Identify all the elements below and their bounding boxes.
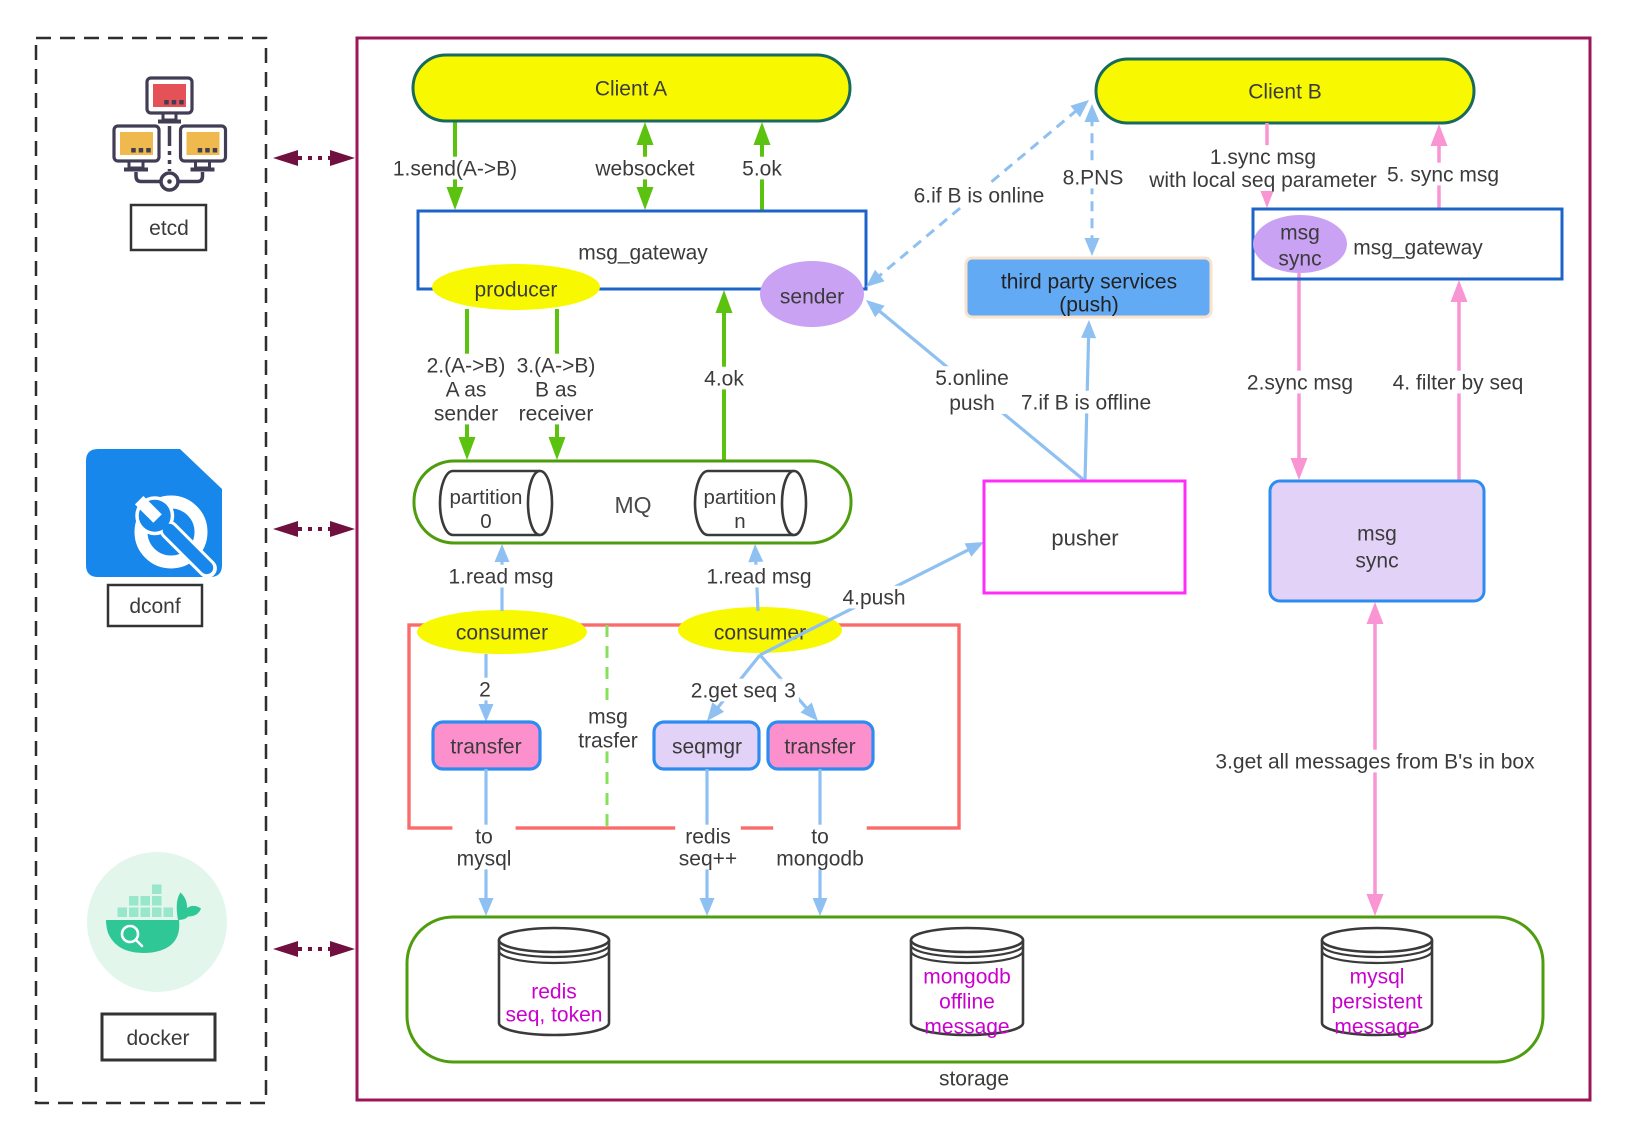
svg-text:offline: offline (939, 990, 995, 1013)
svg-text:trasfer: trasfer (578, 729, 638, 752)
svg-text:seqmgr: seqmgr (672, 735, 742, 758)
svg-text:5. sync msg: 5. sync msg (1387, 163, 1499, 186)
svg-text:1.send(A->B): 1.send(A->B) (393, 157, 517, 180)
svg-text:3.get all messages from B's in: 3.get all messages from B's in box (1215, 750, 1535, 773)
svg-text:sync: sync (1278, 247, 1321, 270)
svg-text:msg_gateway: msg_gateway (578, 241, 708, 264)
svg-text:B as: B as (535, 378, 577, 401)
svg-text:4.ok: 4.ok (704, 367, 744, 390)
svg-text:2.(A->B): 2.(A->B) (427, 354, 506, 377)
svg-text:(push): (push) (1059, 293, 1119, 316)
svg-text:4. filter by seq: 4. filter by seq (1393, 371, 1524, 394)
svg-text:etcd: etcd (149, 217, 189, 240)
svg-text:redis: redis (685, 825, 731, 848)
svg-text:push: push (949, 392, 995, 415)
svg-text:with local seq parameter: with local seq parameter (1148, 169, 1377, 192)
svg-text:websocket: websocket (594, 157, 694, 180)
svg-text:mysql: mysql (457, 847, 512, 870)
svg-text:message: message (1334, 1015, 1419, 1038)
svg-text:7.if B is offline: 7.if B is offline (1021, 391, 1151, 414)
svg-text:consumer: consumer (714, 621, 806, 644)
svg-text:5.ok: 5.ok (742, 157, 782, 180)
svg-text:A as: A as (446, 378, 487, 401)
svg-text:to: to (811, 825, 829, 848)
svg-text:transfer: transfer (784, 735, 855, 758)
svg-text:sender: sender (780, 285, 844, 308)
svg-text:persistent: persistent (1331, 990, 1422, 1013)
svg-text:message: message (924, 1015, 1009, 1038)
svg-text:partition: partition (450, 486, 523, 509)
svg-text:2.get seq: 2.get seq (691, 679, 777, 702)
svg-text:Client A: Client A (595, 77, 667, 100)
svg-text:msg_gateway: msg_gateway (1353, 236, 1483, 259)
svg-text:n: n (734, 510, 745, 533)
svg-text:mongodb: mongodb (923, 965, 1011, 988)
svg-text:1.read msg: 1.read msg (706, 565, 811, 588)
svg-text:transfer: transfer (450, 735, 521, 758)
svg-text:2.sync msg: 2.sync msg (1247, 371, 1353, 394)
svg-text:8.PNS: 8.PNS (1063, 166, 1124, 189)
svg-text:MQ: MQ (614, 492, 651, 518)
svg-text:msg: msg (1280, 221, 1320, 244)
svg-text:seq, token: seq, token (506, 1003, 603, 1026)
svg-text:mysql: mysql (1350, 965, 1405, 988)
svg-text:docker: docker (126, 1027, 189, 1050)
svg-text:to: to (475, 825, 493, 848)
svg-text:1.read msg: 1.read msg (448, 565, 553, 588)
svg-text:redis: redis (531, 980, 577, 1003)
svg-text:1.sync msg: 1.sync msg (1210, 146, 1316, 169)
svg-text:third party services: third party services (1001, 270, 1177, 293)
svg-text:sender: sender (434, 402, 498, 425)
svg-text:storage: storage (939, 1067, 1009, 1090)
svg-text:pusher: pusher (1051, 526, 1118, 551)
svg-text:producer: producer (475, 278, 558, 301)
svg-text:partition: partition (704, 486, 777, 509)
svg-text:5.online: 5.online (935, 367, 1009, 390)
svg-text:msg: msg (588, 705, 628, 728)
svg-text:2: 2 (479, 678, 491, 701)
svg-text:3: 3 (784, 679, 796, 702)
svg-text:4.push: 4.push (842, 586, 905, 609)
svg-text:Client B: Client B (1248, 80, 1322, 103)
svg-text:3.(A->B): 3.(A->B) (517, 354, 596, 377)
svg-text:6.if B is online: 6.if B is online (914, 184, 1045, 207)
svg-text:msg: msg (1357, 522, 1397, 545)
svg-text:receiver: receiver (519, 402, 594, 425)
svg-text:dconf: dconf (129, 595, 181, 618)
svg-text:seq++: seq++ (679, 847, 737, 870)
svg-text:mongodb: mongodb (776, 847, 864, 870)
svg-text:consumer: consumer (456, 621, 548, 644)
svg-text:0: 0 (480, 510, 491, 533)
svg-text:sync: sync (1355, 549, 1398, 572)
